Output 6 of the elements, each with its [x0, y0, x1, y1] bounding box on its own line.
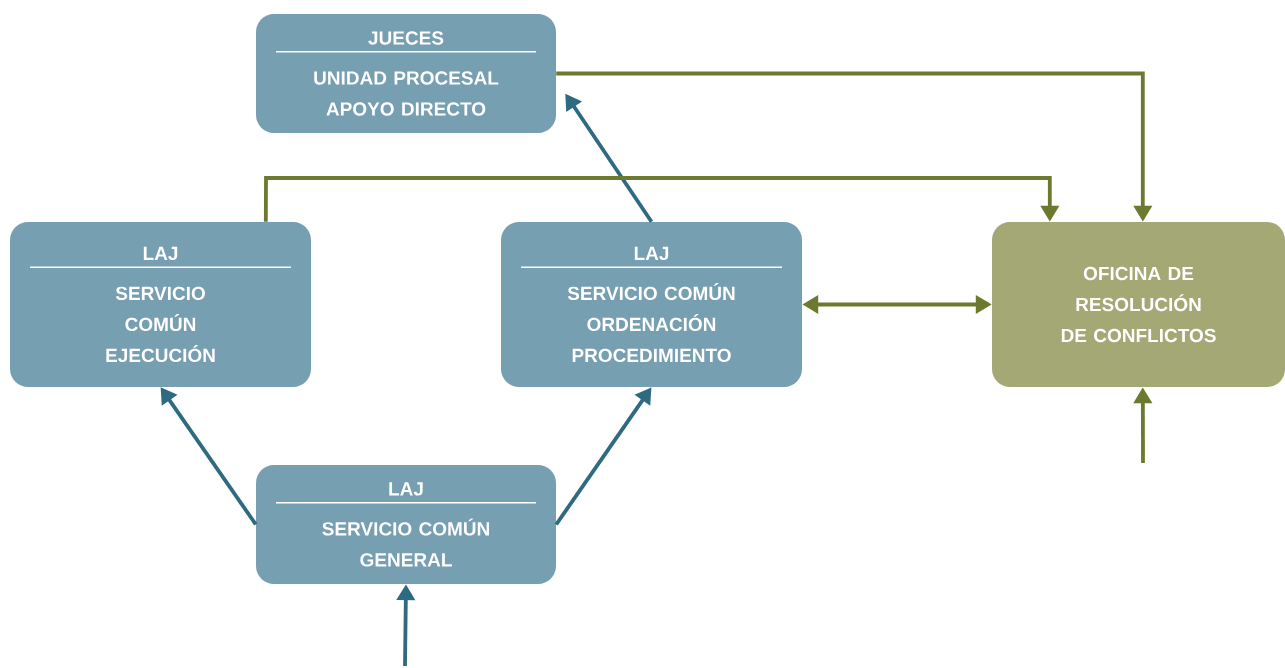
process-box: LAJ SERVICIO COMÚN EJECUCIÓN	[10, 222, 311, 387]
arrow	[263, 176, 1060, 222]
process-box: LAJ SERVICIO COMÚN ORDENACIÓN PROCEDIMIENTO	[501, 222, 802, 387]
process-box: OFICINA DE RESOLUCIÓN DE CONFLICTOS	[992, 222, 1285, 387]
process-box: LAJ SERVICIO COMÚN GENERAL	[256, 465, 556, 584]
process-box: JUECES UNIDAD PROCESAL APOYO DIRECTO	[256, 14, 556, 133]
